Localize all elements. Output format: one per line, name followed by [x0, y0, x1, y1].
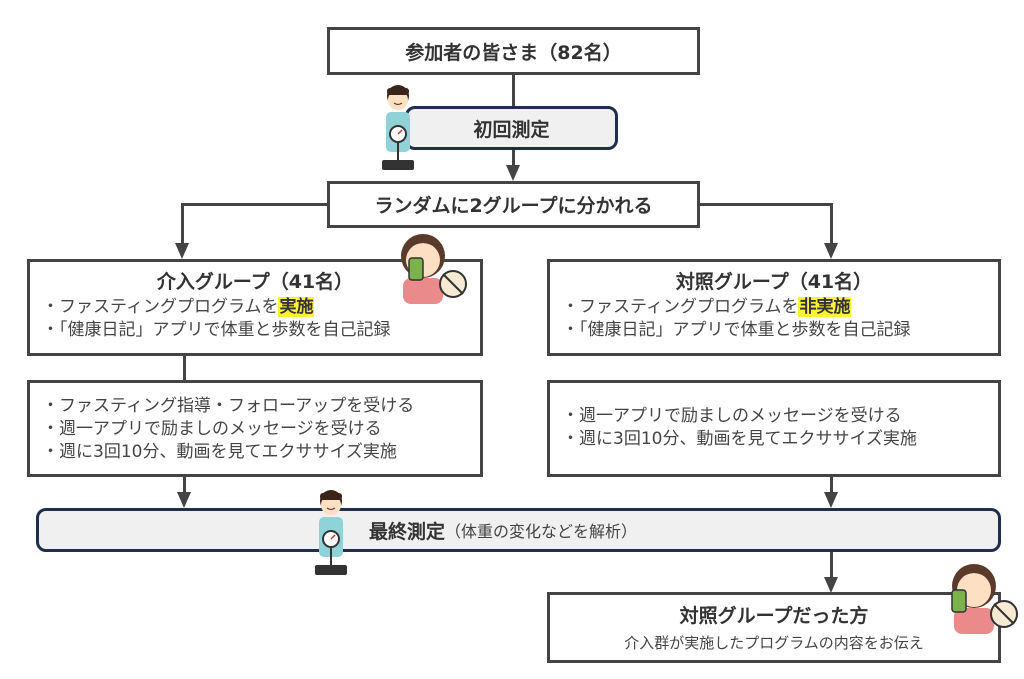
- intervention-bullet: ・「健康日記」アプリで体重と歩数を自己記録: [42, 320, 391, 340]
- control-bullet: ・「健康日記」アプリで体重と歩数を自己記録: [562, 320, 911, 340]
- highlight-text: 非実施: [798, 297, 852, 317]
- randomization-label: ランダムに2グループに分かれる: [374, 195, 653, 217]
- connector: [183, 356, 186, 380]
- initial-measurement-box: 初回測定: [405, 106, 618, 150]
- connector: [700, 203, 833, 206]
- bullet-text: ・ファスティングプログラムを: [562, 297, 799, 317]
- detail-item: ・週に3回10分、動画を見てエクササイズ実施: [562, 429, 917, 449]
- detail-item: ・週一アプリで励ましのメッセージを受ける: [42, 419, 382, 439]
- woman-drinking-juice-icon: [401, 234, 467, 304]
- control-bullet: ・ファスティングプログラムを非実施: [562, 296, 986, 319]
- final-measurement-label: 最終測定: [369, 520, 446, 543]
- arrow-head: [824, 243, 838, 259]
- boy-on-scale-icon: [382, 85, 414, 170]
- intervention-group-title: 介入グループ（41名）: [156, 271, 354, 293]
- intervention-group-box: 介入グループ（41名） ・ファスティングプログラムを実施 ・「健康日記」アプリで…: [27, 259, 483, 356]
- final-measurement-note: （体重の変化などを解析）: [445, 522, 638, 541]
- final-measurement-box: 最終測定 （体重の変化などを解析）: [36, 508, 1001, 552]
- arrow-head: [177, 492, 191, 508]
- control-group-box: 対照グループ（41名） ・ファスティングプログラムを非実施 ・「健康日記」アプリ…: [547, 259, 1001, 356]
- connector: [183, 477, 186, 493]
- connector: [830, 203, 833, 245]
- connector: [830, 477, 833, 493]
- detail-item: ・週一アプリで励ましのメッセージを受ける: [562, 406, 902, 426]
- bullet-text: ・ファスティングプログラムを: [42, 297, 279, 317]
- participants-box: 参加者の皆さま（82名）: [327, 27, 700, 75]
- boy-on-scale-icon: [315, 490, 347, 575]
- detail-item: ・ファスティング指導・フォローアップを受ける: [42, 396, 415, 416]
- connector: [512, 150, 515, 167]
- control-followup-box: 対照グループだった方 介入群が実施したプログラムの内容をお伝え: [547, 592, 1001, 663]
- connector: [830, 552, 833, 578]
- participants-label: 参加者の皆さま（82名）: [405, 41, 622, 64]
- connector: [181, 203, 327, 206]
- initial-measurement-label: 初回測定: [473, 118, 550, 141]
- control-followup-title: 対照グループだった方: [679, 605, 869, 627]
- arrow-head: [824, 492, 838, 508]
- control-group-title: 対照グループ（41名）: [675, 271, 873, 293]
- woman-drinking-juice-icon: [951, 564, 1018, 634]
- arrow-head: [175, 243, 189, 259]
- randomization-box: ランダムに2グループに分かれる: [327, 181, 700, 228]
- detail-item: ・週に3回10分、動画を見てエクササイズ実施: [42, 442, 397, 462]
- intervention-bullet: ・ファスティングプログラムを実施: [42, 296, 468, 319]
- control-details-box: ・週一アプリで励ましのメッセージを受ける ・週に3回10分、動画を見てエクササイ…: [547, 380, 1001, 477]
- arrow-head: [506, 165, 520, 181]
- connector: [512, 75, 515, 106]
- highlight-text: 実施: [278, 297, 315, 317]
- control-followup-text: 介入群が実施したプログラムの内容をお伝え: [624, 634, 924, 652]
- intervention-details-box: ・ファスティング指導・フォローアップを受ける ・週一アプリで励ましのメッセージを…: [27, 380, 483, 477]
- arrow-head: [824, 577, 838, 593]
- connector: [181, 203, 184, 245]
